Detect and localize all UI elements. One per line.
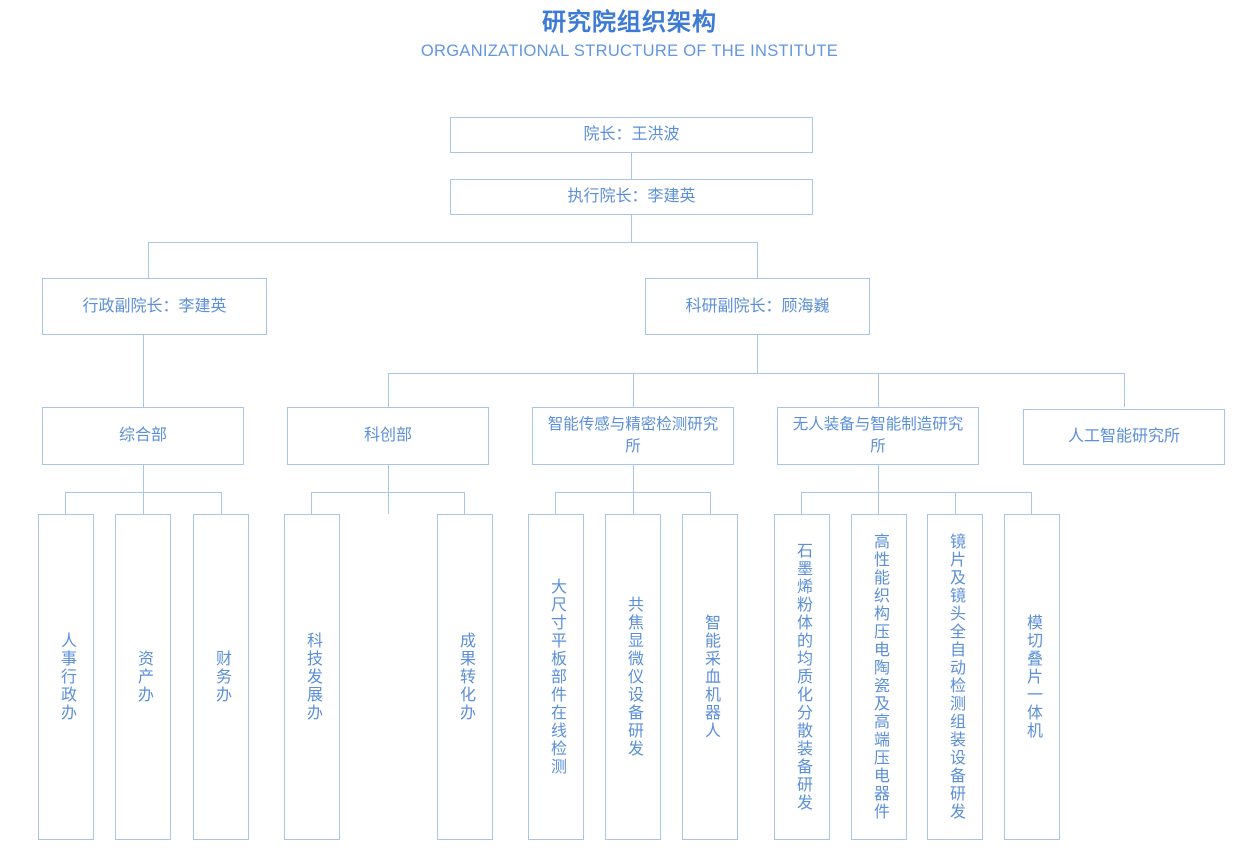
connector-bus-to-dept-3 [878, 373, 879, 407]
node-president[interactable]: 院长：王洪波 [450, 117, 813, 153]
leaf-label: 智能采血机器人 [702, 614, 719, 740]
leaf-label: 资产办 [135, 650, 152, 704]
page-subtitle: ORGANIZATIONAL STRUCTURE OF THE INSTITUT… [420, 42, 839, 60]
leaf-large-panel-online-inspection[interactable]: 大尺寸平板部件在线检测 [528, 514, 584, 840]
leaf-label: 镜片及镜头全自动检测组装设备研发 [947, 533, 964, 821]
leaf-asset-office[interactable]: 资产办 [115, 514, 171, 840]
leaf-label: 科技发展办 [304, 632, 321, 722]
leaf-label: 大尺寸平板部件在线检测 [548, 578, 565, 776]
leaf-label: 模切叠片一体机 [1024, 614, 1041, 740]
leaf-label: 人事行政办 [58, 632, 75, 722]
leaf-finance-office[interactable]: 财务办 [193, 514, 249, 840]
connector-manufacturing-child-1 [801, 492, 802, 514]
department-sensing-institute[interactable]: 智能传感与精密检测研究所 [532, 407, 734, 465]
connector-general-office-child-3 [221, 492, 222, 514]
connector-general-office-drop [143, 465, 144, 514]
leaf-label: 共焦显微仪设备研发 [625, 596, 642, 758]
connector-executive-drop [631, 215, 632, 242]
connector-vp-research-drop [757, 335, 758, 373]
leaf-die-cutting-stacking-machine[interactable]: 模切叠片一体机 [1004, 514, 1060, 840]
connector-manufacturing-drop [878, 465, 879, 514]
connector-manufacturing-child-4 [1031, 492, 1032, 514]
department-general-office[interactable]: 综合部 [42, 407, 244, 465]
connector-bus-sensing [555, 492, 711, 493]
leaf-label: 石墨烯粉体的均质化分散装备研发 [794, 542, 811, 812]
node-vp-admin[interactable]: 行政副院长：李建英 [42, 278, 267, 335]
connector-manufacturing-child-3 [955, 492, 956, 514]
connector-bus-to-dept-4 [1124, 373, 1125, 407]
leaf-label: 财务办 [213, 650, 230, 704]
leaf-label: 成果转化办 [457, 632, 474, 722]
connector-innovation-child-2 [464, 492, 465, 514]
connector-bus-to-dept-2 [633, 373, 634, 407]
connector-bus-to-dept-1 [388, 373, 389, 407]
node-vp-research[interactable]: 科研副院长：顾海巍 [645, 278, 870, 335]
connector-bus-to-vp-research [757, 242, 758, 278]
connector-president-executive [631, 153, 632, 179]
connector-sensing-child-3 [710, 492, 711, 514]
connector-bus-general-office [65, 492, 222, 493]
leaf-lens-auto-inspection-assembly-equipment[interactable]: 镜片及镜头全自动检测组装设备研发 [927, 514, 983, 840]
page-title: 研究院组织架构 [542, 9, 717, 36]
leaf-sci-tech-development-office[interactable]: 科技发展办 [284, 514, 340, 840]
leaf-label: 高性能织构压电陶瓷及高端压电器件 [871, 533, 888, 821]
connector-sensing-child-1 [555, 492, 556, 514]
connector-bus-manufacturing [801, 492, 1032, 493]
leaf-graphene-powder-dispersion-equipment[interactable]: 石墨烯粉体的均质化分散装备研发 [774, 514, 830, 840]
department-ai-institute[interactable]: 人工智能研究所 [1023, 409, 1225, 465]
connector-innovation-child-1 [311, 492, 312, 514]
leaf-hr-admin-office[interactable]: 人事行政办 [38, 514, 94, 840]
connector-innovation-drop [388, 465, 389, 514]
leaf-piezoelectric-ceramics-components[interactable]: 高性能织构压电陶瓷及高端压电器件 [851, 514, 907, 840]
department-manufacturing-institute[interactable]: 无人装备与智能制造研究所 [777, 407, 979, 465]
department-innovation[interactable]: 科创部 [287, 407, 489, 465]
node-executive-president[interactable]: 执行院长：李建英 [450, 179, 813, 215]
connector-bus-to-vp-admin [148, 242, 149, 278]
connector-sensing-drop [633, 465, 634, 514]
leaf-smart-blood-draw-robot[interactable]: 智能采血机器人 [682, 514, 738, 840]
connector-general-office-child-1 [65, 492, 66, 514]
leaf-achievement-transformation-office[interactable]: 成果转化办 [437, 514, 493, 840]
leaf-confocal-microscope-rnd[interactable]: 共焦显微仪设备研发 [605, 514, 661, 840]
connector-vp-admin-to-general-office [143, 335, 144, 407]
connector-bus-level2 [148, 242, 758, 243]
connector-bus-innovation [311, 492, 465, 493]
connector-bus-level3 [388, 373, 1124, 374]
